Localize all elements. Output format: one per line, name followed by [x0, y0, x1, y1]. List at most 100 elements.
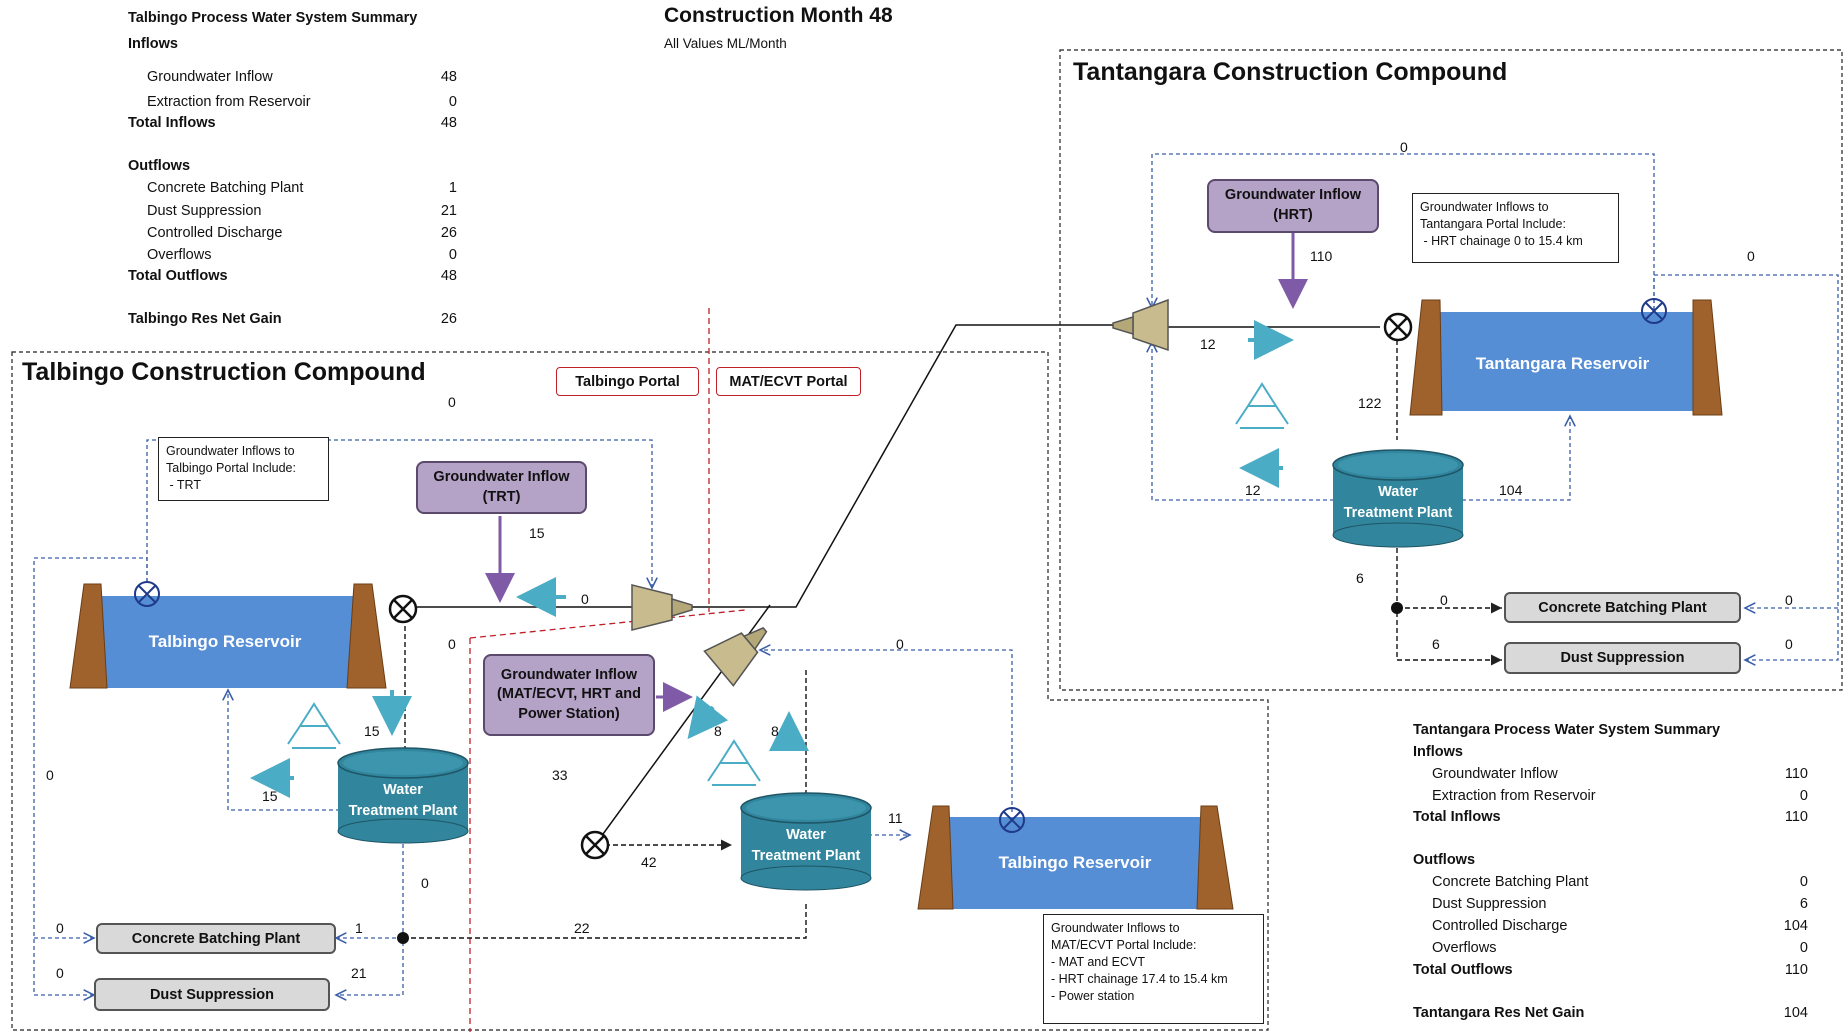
groundwater-inflow-hrt-box: Groundwater Inflow (HRT) — [1207, 179, 1379, 233]
page-title: Construction Month 48 — [664, 4, 893, 27]
flow-value: 0 — [896, 636, 904, 652]
tantangara-wtp-label: Water Treatment Plant — [1343, 484, 1453, 522]
tantangara-black-flow-lines — [1396, 340, 1502, 666]
tantangara-reservoir-label: Tantangara Reservoir — [1475, 354, 1650, 373]
note-matecvt-portal: Groundwater Inflows to MAT/ECVT Portal I… — [1043, 914, 1264, 1024]
summary-row-value: 1 — [448, 180, 457, 196]
summary-row-label: Groundwater Inflow — [147, 69, 273, 85]
outflows-heading: Outflows — [1413, 852, 1476, 868]
tantangara-flow-lines — [1152, 153, 1839, 660]
summary-row-label: Controlled Discharge — [147, 225, 283, 241]
flow-value: 0 — [448, 636, 456, 652]
junction-dot — [1391, 602, 1403, 614]
summary-row-label: Controlled Discharge — [1432, 918, 1568, 934]
tbm-icon — [631, 298, 1169, 687]
flow-value: 110 — [1310, 248, 1333, 264]
summary-row-label: Extraction from Reservoir — [1432, 788, 1596, 804]
flow-value: 21 — [351, 965, 367, 981]
summary-row-value: 48 — [440, 69, 457, 85]
flow-value: 0 — [421, 875, 429, 891]
flow-value: 8 — [714, 723, 722, 739]
talbingo-flow-lines — [33, 439, 1013, 995]
talbingo-reservoir2-shape — [917, 805, 1234, 910]
summary-row-label: Extraction from Reservoir — [147, 94, 311, 110]
tantangara-compound-boundary — [1059, 49, 1843, 691]
total-outflows-value: 110 — [1784, 962, 1808, 978]
flow-value: 0 — [448, 394, 456, 410]
talbingo-dust-suppression: Dust Suppression — [94, 978, 330, 1011]
summary-row-value: 104 — [1783, 918, 1808, 934]
summary-title: Tantangara Process Water System Summary — [1413, 722, 1721, 738]
tantangara-dust-suppression: Dust Suppression — [1504, 642, 1741, 674]
inflows-heading: Inflows — [1413, 744, 1463, 760]
flow-value: 6 — [1432, 636, 1440, 652]
inflows-heading: Inflows — [128, 36, 178, 52]
net-gain-label: Tantangara Res Net Gain — [1413, 1005, 1585, 1021]
units-subtitle: All Values ML/Month — [664, 36, 787, 51]
note-talbingo-portal: Groundwater Inflows to Talbingo Portal I… — [158, 437, 329, 501]
flow-value: 0 — [1400, 139, 1408, 155]
flow-value: 11 — [888, 810, 903, 826]
summary-row-value: 0 — [448, 247, 457, 263]
talbingo-concrete-batching-plant: Concrete Batching Plant — [96, 923, 336, 954]
flow-value: 15 — [529, 525, 545, 541]
tantangara-compound-title: Tantangara Construction Compound — [1073, 58, 1508, 86]
talbingo-reservoir-shape — [69, 583, 387, 689]
flow-value: 0 — [46, 767, 54, 783]
outflows-heading: Outflows — [128, 158, 191, 174]
total-outflows-label: Total Outflows — [128, 268, 228, 284]
tantangara-concrete-batching-plant: Concrete Batching Plant — [1504, 592, 1741, 623]
cyan-direction-arrows — [250, 320, 1294, 798]
flow-value: 8 — [771, 723, 779, 739]
groundwater-inflow-trt-box: Groundwater Inflow (TRT) — [416, 461, 587, 514]
talbingo-reservoir-label: Talbingo Reservoir — [148, 632, 302, 651]
flow-value: 15 — [364, 723, 380, 739]
flow-value: 0 — [581, 591, 589, 607]
flow-value: 0 — [56, 965, 64, 981]
total-inflows-value: 110 — [1784, 809, 1808, 825]
flow-value: 12 — [1245, 482, 1261, 498]
flow-value: 33 — [552, 767, 568, 783]
summary-row-value: 0 — [1799, 940, 1808, 956]
flow-value: 0 — [1785, 636, 1793, 652]
summary-row-label: Overflows — [147, 247, 212, 263]
tantangara-reservoir-shape — [1409, 299, 1723, 416]
total-outflows-label: Total Outflows — [1413, 962, 1513, 978]
talbingo-portal-label: Talbingo Portal — [556, 367, 699, 396]
flow-value: 0 — [1747, 248, 1755, 264]
talbingo-reservoir2-label: Talbingo Reservoir — [998, 853, 1152, 872]
summary-row-value: 0 — [448, 94, 457, 110]
summary-row-label: Concrete Batching Plant — [1432, 874, 1589, 890]
summary-row-label: Concrete Batching Plant — [147, 180, 304, 196]
portal-boundary-diagonal — [469, 609, 746, 639]
groundwater-inflow-mat-box: Groundwater Inflow (MAT/ECVT, HRT and Po… — [483, 654, 655, 736]
matecvt-portal-label: MAT/ECVT Portal — [716, 367, 861, 396]
summary-row-value: 110 — [1784, 766, 1808, 782]
total-inflows-value: 48 — [440, 115, 457, 131]
flow-value: 0 — [1785, 592, 1793, 608]
flow-value: 104 — [1499, 482, 1523, 498]
total-inflows-label: Total Inflows — [1413, 809, 1501, 825]
total-inflows-label: Total Inflows — [128, 115, 216, 131]
reservoir-offtake-icon — [134, 298, 1667, 833]
net-gain-value: 104 — [1783, 1005, 1808, 1021]
flow-value: 1 — [355, 920, 363, 936]
talbingo-wtp2-cylinder — [740, 792, 872, 891]
flow-value: 0 — [56, 920, 64, 936]
summary-row-label: Overflows — [1432, 940, 1497, 956]
talbingo-wtp2-label: Water Treatment Plant — [751, 827, 861, 865]
total-outflows-value: 48 — [440, 268, 457, 284]
net-gain-label: Talbingo Res Net Gain — [128, 311, 282, 327]
flow-value: 6 — [1356, 570, 1364, 586]
flow-value: 42 — [641, 854, 657, 870]
valve-icon — [388, 312, 1413, 860]
talbingo-compound-title: Talbingo Construction Compound — [22, 358, 426, 386]
talbingo-wtp-label: Water Treatment Plant — [348, 782, 458, 820]
flow-value: 22 — [574, 920, 590, 936]
flow-value: 0 — [1440, 592, 1448, 608]
summary-row-label: Dust Suppression — [1432, 896, 1547, 912]
summary-row-value: 6 — [1799, 896, 1808, 912]
flow-value: 122 — [1358, 395, 1382, 411]
summary-row-value: 0 — [1799, 874, 1808, 890]
